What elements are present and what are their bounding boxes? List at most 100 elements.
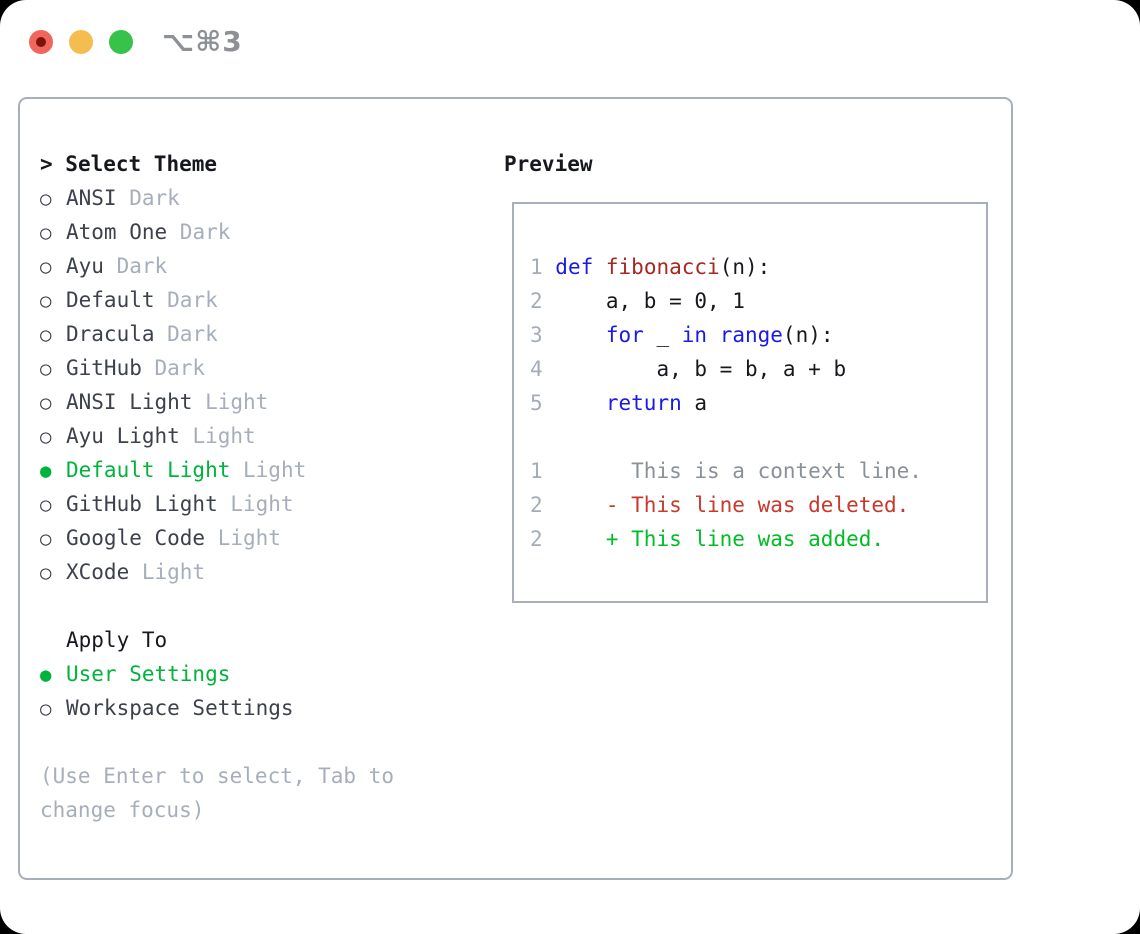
spacer-row (40, 589, 504, 623)
radio-empty-icon: ○ (40, 222, 52, 244)
preview-code-line: 2 a, b = 0, 1 (530, 284, 986, 318)
preview-code-line: 4 a, b = b, a + b (530, 352, 986, 386)
radio-empty-icon: ○ (40, 562, 52, 584)
hint-line: change focus) (40, 798, 205, 822)
code-token: def (555, 255, 594, 279)
theme-variant-label: Dark (167, 220, 231, 244)
radio-empty-icon: ○ (40, 256, 52, 278)
theme-variant-label: Dark (154, 288, 218, 312)
theme-option-ansi[interactable]: ○ ANSI Dark (40, 181, 504, 215)
focus-caret-icon: > (40, 152, 66, 176)
line-number: 2 (530, 289, 556, 313)
unsaved-changes-dot-icon (36, 36, 46, 47)
theme-option-label: Default (66, 288, 155, 312)
code-token: a (681, 391, 708, 415)
theme-option-google-code[interactable]: ○ Google Code Light (40, 521, 504, 555)
theme-option-label: ANSI Light (66, 390, 193, 414)
preview-diff-line: 1 This is a context line. (530, 454, 986, 488)
theme-option-xcode[interactable]: ○ XCode Light (40, 555, 504, 589)
code-token: return (605, 391, 682, 415)
preview-code-line: 1 def fibonacci(n): (530, 250, 986, 284)
code-token (555, 391, 606, 415)
line-number: 2 (530, 527, 556, 551)
theme-variant-label: Light (217, 492, 294, 516)
minimize-button-icon[interactable] (69, 29, 93, 54)
preview-code-line: 5 return a (530, 386, 986, 420)
theme-option-atom-one[interactable]: ○ Atom One Dark (40, 215, 504, 249)
apply-to-header: Apply To (40, 623, 504, 657)
radio-empty-icon: ○ (40, 290, 52, 312)
theme-option-label: ANSI (66, 186, 117, 210)
theme-option-ayu-light[interactable]: ○ Ayu Light Light (40, 419, 504, 453)
line-number: 1 (530, 255, 556, 279)
theme-option-github-light[interactable]: ○GitHub Light Light (40, 487, 504, 521)
hint-line: (Use Enter to select, Tab to (40, 764, 395, 788)
radio-empty-icon: ○ (40, 528, 52, 550)
zoom-button-icon[interactable] (109, 29, 133, 54)
theme-option-dracula[interactable]: ○ Dracula Dark (40, 317, 504, 351)
theme-variant-label: Light (230, 458, 307, 482)
line-number: 2 (530, 493, 556, 517)
radio-empty-icon: ○ (40, 188, 52, 210)
code-token: (n): (782, 323, 834, 347)
theme-variant-label: Light (205, 526, 281, 550)
theme-option-ayu[interactable]: ○Ayu Dark (40, 249, 504, 283)
theme-variant-label: Dark (116, 186, 180, 210)
radio-empty-icon: ○ (40, 324, 52, 346)
code-token (593, 255, 606, 279)
theme-option-label: GitHub (66, 356, 142, 380)
radio-empty-icon: ○ (40, 698, 52, 720)
theme-option-github[interactable]: ○ GitHub Dark (40, 351, 504, 385)
code-token: for (605, 323, 644, 347)
code-token: - This line was deleted. (555, 493, 910, 517)
code-token: a, b = 0, 1 (555, 289, 745, 313)
apply-option-label: Workspace Settings (66, 696, 294, 720)
right-column: Preview 1 def fibonacci(n):2 a, b = 0, 1… (504, 147, 1011, 878)
line-number: 4 (530, 357, 556, 381)
main-panel: > Select Theme○ANSI Dark○Atom One Dark○A… (18, 97, 1013, 880)
code-token: _ (643, 323, 682, 347)
theme-option-default[interactable]: ○ Default Dark (40, 283, 504, 317)
theme-option-label: Dracula (66, 322, 155, 346)
code-token: range (719, 323, 783, 347)
preview-code-line: 3 for _ in range(n): (530, 318, 986, 352)
theme-variant-label: Light (179, 424, 256, 448)
apply-option-user-settings[interactable]: ● User Settings (40, 657, 504, 691)
apply-option-label: User Settings (66, 662, 231, 686)
window-title: ⌥⌘3 (162, 25, 243, 58)
radio-empty-icon: ○ (40, 358, 52, 380)
theme-option-label: Google Code (66, 526, 206, 550)
line-number: 3 (530, 323, 556, 347)
preview-diff-line: 2 + This line was added. (530, 522, 986, 556)
code-token: This is a context line. (555, 459, 922, 483)
theme-option-label: Atom One (66, 220, 168, 244)
theme-list-header: > Select Theme (40, 147, 504, 181)
indent-spacer (40, 624, 66, 658)
radio-selected-icon: ● (40, 460, 52, 482)
apply-option-workspace-settings[interactable]: ○ Workspace Settings (40, 691, 504, 725)
code-token: + This line was added. (555, 527, 885, 551)
theme-variant-label: Dark (103, 254, 168, 278)
titlebar: ⌥⌘3 (0, 0, 1140, 58)
theme-option-default-light[interactable]: ● Default Light Light (40, 453, 504, 487)
theme-option-label: XCode (66, 560, 130, 584)
close-button-icon[interactable] (29, 29, 53, 54)
theme-variant-label: Light (129, 560, 206, 584)
theme-option-label: Ayu Light (66, 424, 180, 448)
radio-empty-icon: ○ (40, 494, 52, 516)
line-number: 5 (530, 391, 556, 415)
theme-variant-label: Light (192, 390, 269, 414)
radio-empty-icon: ○ (40, 426, 52, 448)
theme-variant-label: Dark (154, 322, 218, 346)
left-column: > Select Theme○ANSI Dark○Atom One Dark○A… (40, 147, 504, 878)
radio-empty-icon: ○ (40, 392, 52, 414)
line-number: 1 (530, 459, 556, 483)
theme-variant-label: Dark (141, 356, 206, 380)
radio-selected-icon: ● (40, 664, 52, 686)
theme-option-ansi-light[interactable]: ○ ANSI Light Light (40, 385, 504, 419)
theme-option-label: Default Light (66, 458, 231, 482)
code-token: a, b = b, a + b (555, 357, 847, 381)
code-token (707, 323, 720, 347)
